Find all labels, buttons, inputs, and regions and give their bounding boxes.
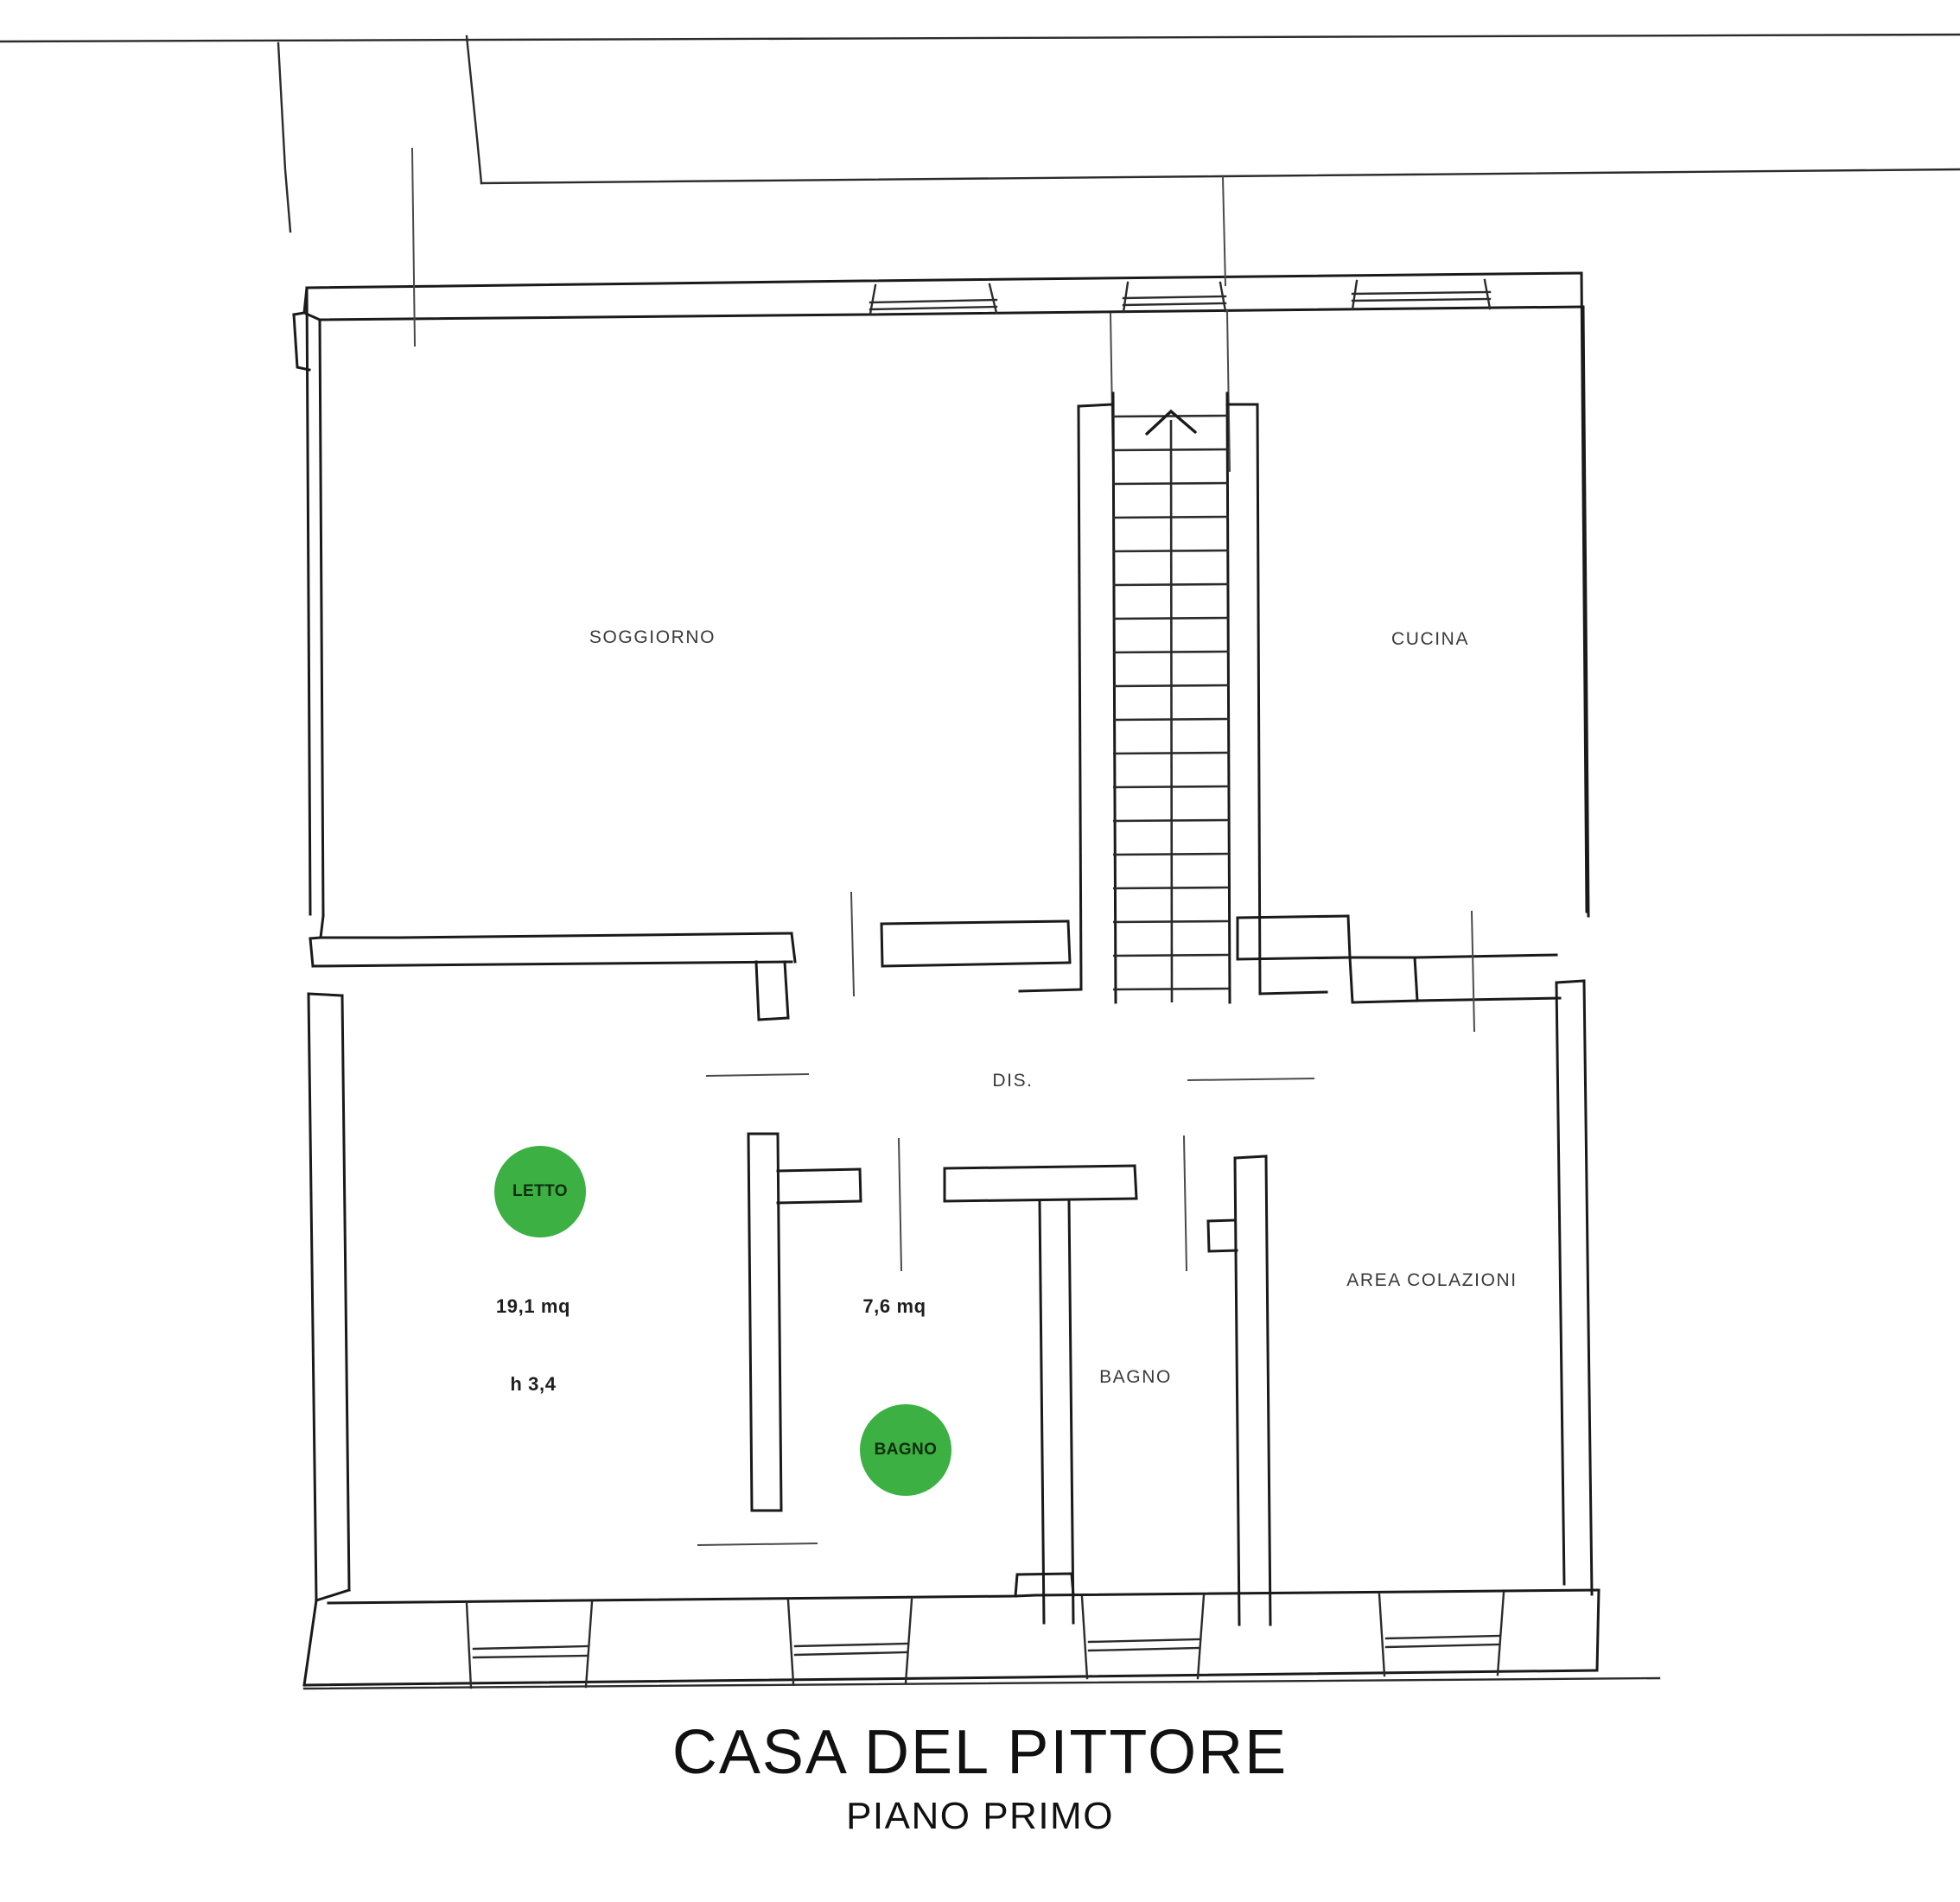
north-window-group — [869, 175, 1492, 473]
north-exterior-wall — [292, 147, 1585, 372]
metric-dis-area: 7,6 mq — [862, 1295, 926, 1317]
metric-letto-area: 19,1 mq — [495, 1295, 571, 1317]
east-exterior-wall — [1555, 271, 1594, 1596]
door-jamb-left — [850, 891, 856, 997]
bedroom-corridor-wall — [697, 1132, 862, 1547]
mid-partition-right — [880, 910, 1562, 1082]
west-exterior-wall — [305, 286, 351, 1602]
bath-breakfast-wall — [1206, 1155, 1272, 1626]
door-jamb-bath — [1182, 1135, 1188, 1272]
ground-baseline — [302, 1676, 1661, 1690]
mid-partition-wall — [309, 914, 810, 1078]
page-title: CASA DEL PITTORE — [671, 1718, 1289, 1787]
metric-letto-height: h 3,4 — [510, 1373, 557, 1395]
marker-bagno-label: BAGNO — [874, 1441, 938, 1459]
page-subtitle: PIANO PRIMO — [846, 1794, 1114, 1837]
marker-letto[interactable]: LETTO — [494, 1146, 586, 1237]
stair-up-arrow-icon — [1145, 409, 1197, 436]
marker-bagno[interactable]: BAGNO — [860, 1404, 951, 1496]
room-label-soggiorno: SOGGIORNO — [589, 627, 716, 647]
room-label-cucina: CUCINA — [1390, 629, 1470, 649]
door-jamb-corridor — [897, 1137, 903, 1272]
corridor-bath-wall — [943, 1164, 1138, 1625]
room-label-area-colazioni: AREA COLAZIONI — [1346, 1270, 1518, 1290]
room-label-bagno: BAGNO — [1099, 1367, 1172, 1387]
marker-letto-label: LETTO — [512, 1182, 568, 1200]
room-label-dis: DIS. — [992, 1071, 1034, 1091]
title-block: CASA DEL PITTORE PIANO PRIMO — [0, 1718, 1960, 1837]
south-exterior-wall — [302, 1572, 1600, 1689]
roof-outline — [0, 33, 1960, 233]
staircase — [1018, 391, 1328, 1004]
